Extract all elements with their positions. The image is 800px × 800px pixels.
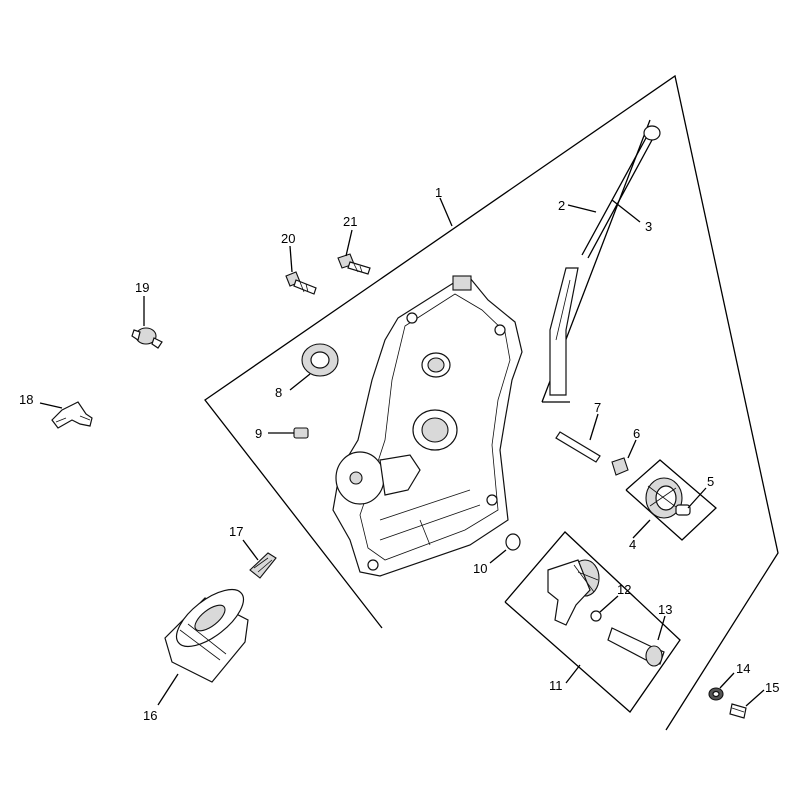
elbow-fitting [51,401,93,429]
callout-15: 15 [765,680,779,695]
cam-gear [645,477,683,519]
callout-12: 12 [617,582,631,597]
callout-9: 9 [255,426,262,441]
callout-14: 14 [736,661,750,676]
dipstick [549,125,661,396]
crankcase-cover [332,275,523,577]
callout-20: 20 [281,231,295,246]
oil-pump-group-outline [504,531,681,713]
callout-17: 17 [229,524,243,539]
filter-nipple [249,552,277,579]
o-ring [505,533,521,551]
relief-valve [607,627,665,667]
callout-2: 2 [558,198,565,213]
callout-3: 3 [645,219,652,234]
plug [293,427,309,439]
callout-8: 8 [275,385,282,400]
callout-19: 19 [135,280,149,295]
callout-labels: 1 2 3 4 5 6 7 8 9 10 11 12 13 14 15 16 1… [19,185,779,723]
oil-filter [164,588,249,683]
bolt-20 [285,271,317,295]
gear-pin [675,504,691,516]
drain-bolt [729,703,747,719]
callout-11: 11 [549,678,563,693]
callout-7: 7 [594,400,601,415]
gear-group-outline [625,459,717,541]
callout-13: 13 [658,602,672,617]
oil-seal [301,343,339,377]
callout-10: 10 [473,561,487,576]
oil-pump [547,559,600,626]
callout-18: 18 [19,392,33,407]
callout-1: 1 [435,185,442,200]
washer [708,687,724,701]
shaft [555,431,601,463]
check-ball [590,610,602,622]
bolt-21 [337,253,371,275]
assembly-boundary [204,74,779,731]
leader-lines [39,197,765,707]
cover-boss [452,275,472,291]
callout-4: 4 [629,537,636,552]
callout-6: 6 [633,426,640,441]
callout-5: 5 [707,474,714,489]
callout-21: 21 [343,214,357,229]
callout-16: 16 [143,708,157,723]
retaining-clip [611,457,629,476]
oil-pressure-sensor [131,327,163,349]
